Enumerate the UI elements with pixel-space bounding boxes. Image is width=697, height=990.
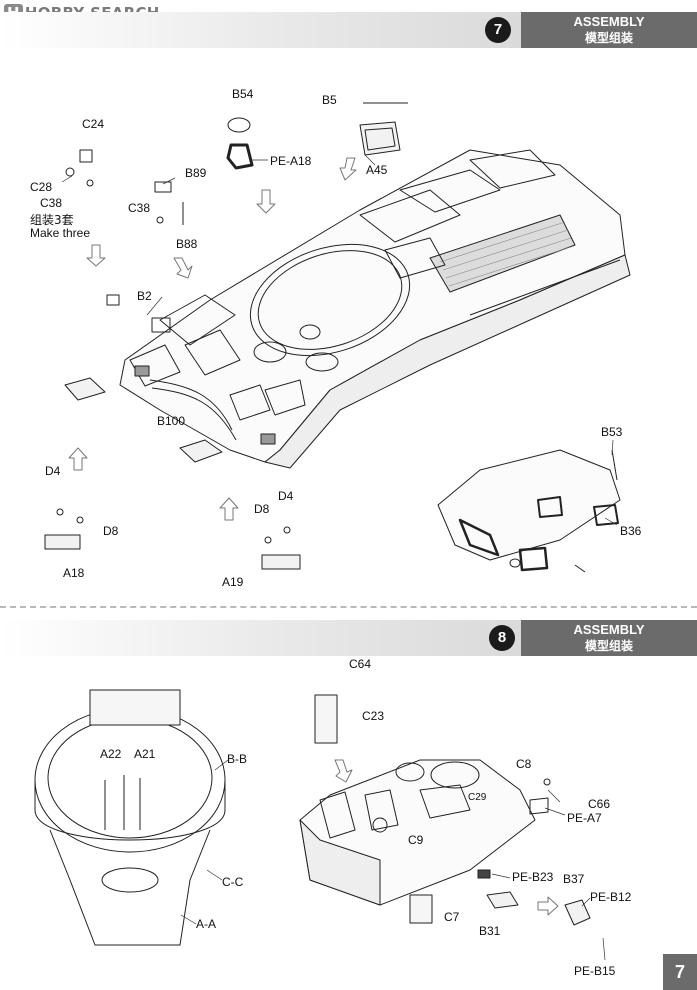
step8-title-en: ASSEMBLY bbox=[573, 622, 645, 637]
label-b31: B31 bbox=[479, 924, 501, 938]
label-c66: C66 bbox=[588, 797, 611, 811]
page-number: 7 bbox=[663, 954, 697, 990]
turret-ring-drawing bbox=[34, 689, 226, 946]
label-c28: C28 bbox=[30, 180, 53, 194]
label-a22: A22 bbox=[100, 747, 122, 761]
label-a19: A19 bbox=[222, 575, 244, 589]
step7-title-box: ASSEMBLY 模型组装 bbox=[521, 12, 697, 48]
label-a21: A21 bbox=[134, 747, 156, 761]
label-pe-a7: PE-A7 bbox=[567, 811, 602, 825]
step8-title-box: ASSEMBLY 模型组装 bbox=[521, 620, 697, 656]
step7-small-parts bbox=[44, 102, 408, 570]
label-pe-b15: PE-B15 bbox=[574, 964, 616, 978]
label-pe-b23: PE-B23 bbox=[512, 870, 554, 884]
label-c-c: C-C bbox=[222, 875, 244, 889]
label-d4-b: D4 bbox=[278, 489, 294, 503]
label-b5: B5 bbox=[322, 93, 337, 107]
label-d8-a: D8 bbox=[103, 524, 119, 538]
label-c38-b: C38 bbox=[128, 201, 151, 215]
label-d8-b: D8 bbox=[254, 502, 270, 516]
step7-title-en: ASSEMBLY bbox=[573, 14, 645, 29]
label-c8: C8 bbox=[516, 757, 532, 771]
label-b53: B53 bbox=[601, 425, 623, 439]
label-b37: B37 bbox=[563, 872, 585, 886]
label-c9: C9 bbox=[408, 833, 424, 847]
step-divider bbox=[0, 606, 697, 608]
hull-rear-drawing bbox=[299, 694, 591, 926]
label-b2: B2 bbox=[137, 289, 152, 303]
step8-title-cn: 模型组装 bbox=[584, 639, 633, 653]
label-a18: A18 bbox=[63, 566, 85, 580]
label-b89: B89 bbox=[185, 166, 207, 180]
label-c24: C24 bbox=[82, 117, 105, 131]
label-b54: B54 bbox=[232, 87, 254, 101]
label-c64: C64 bbox=[349, 657, 372, 671]
label-a-a: A-A bbox=[196, 917, 217, 931]
label-a45: A45 bbox=[366, 163, 388, 177]
label-c29: C29 bbox=[468, 792, 487, 803]
hull-top-drawing bbox=[119, 149, 631, 469]
label-c7: C7 bbox=[444, 910, 460, 924]
lower-hull-detail bbox=[437, 449, 621, 573]
step7-arrows bbox=[68, 157, 357, 521]
step8-number: 8 bbox=[489, 625, 515, 651]
label-d4-a: D4 bbox=[45, 464, 61, 478]
label-b88: B88 bbox=[176, 237, 198, 251]
label-b100: B100 bbox=[157, 414, 186, 428]
step8-arrows bbox=[334, 759, 559, 916]
step7-title-cn: 模型组装 bbox=[584, 31, 633, 45]
step7-number: 7 bbox=[485, 17, 511, 43]
label-make-three-en: Make three bbox=[30, 226, 91, 240]
leader-lines bbox=[61, 154, 618, 961]
label-b-b: B-B bbox=[227, 752, 248, 766]
label-pe-b12: PE-B12 bbox=[590, 890, 632, 904]
label-pe-a18: PE-A18 bbox=[270, 154, 312, 168]
label-make-three-cn: 组装3套 bbox=[30, 213, 74, 227]
label-c23: C23 bbox=[362, 709, 385, 723]
label-c38-a: C38 bbox=[40, 196, 63, 210]
label-b36: B36 bbox=[620, 524, 642, 538]
